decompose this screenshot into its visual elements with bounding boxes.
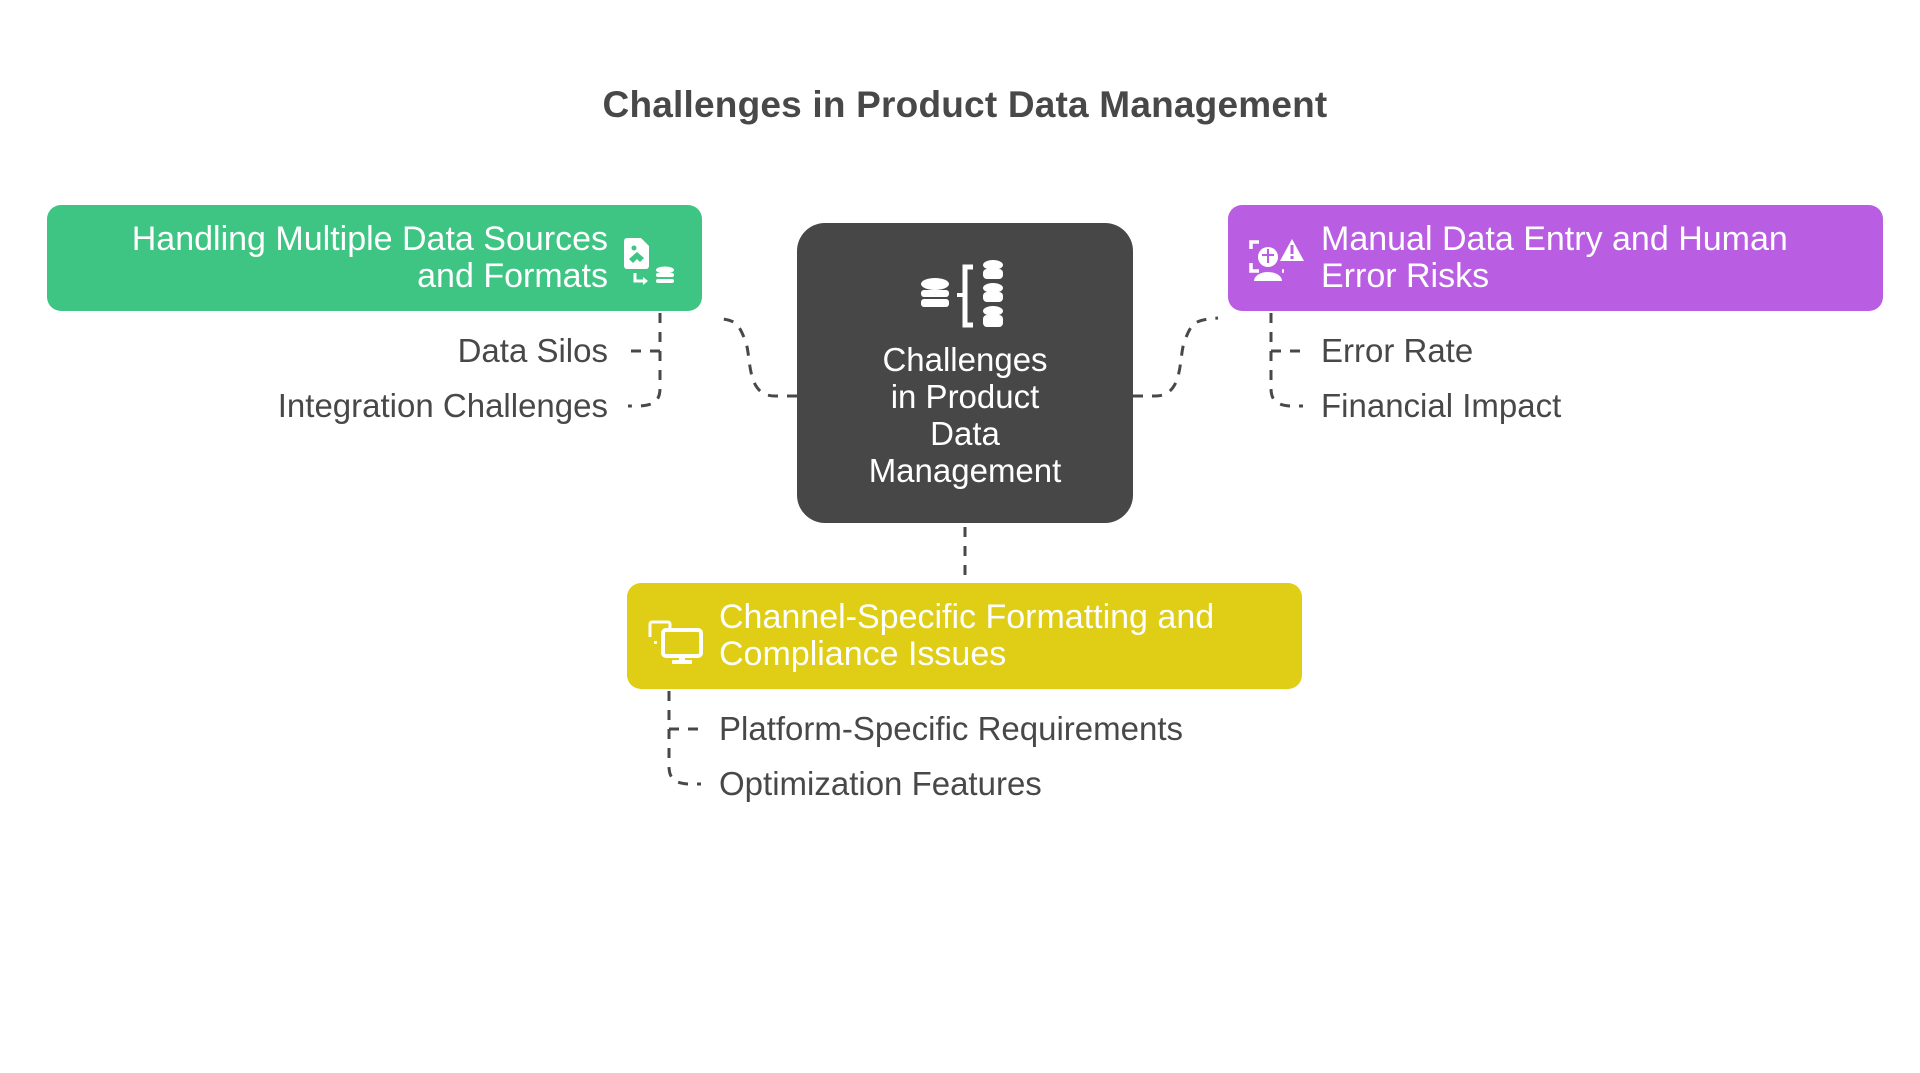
branch-channel-formatting: Channel-Specific Formatting and Complian… bbox=[627, 583, 1302, 689]
sub-item: Error Rate bbox=[1321, 332, 1474, 369]
user-warning-icon bbox=[1249, 239, 1304, 281]
branch-title-line: Channel-Specific Formatting and bbox=[719, 598, 1215, 636]
connector-green-items bbox=[628, 313, 662, 408]
branch-title-line: and Formats bbox=[417, 257, 608, 295]
central-topic-line: Data bbox=[930, 415, 1000, 452]
central-topic-line: Management bbox=[868, 452, 1062, 489]
sub-item: Optimization Features bbox=[719, 765, 1042, 802]
branch-title-line: Error Risks bbox=[1321, 257, 1490, 295]
branch-title-line: Handling Multiple Data Sources bbox=[131, 220, 608, 258]
sub-item: Platform-Specific Requirements bbox=[719, 710, 1183, 747]
sub-item: Data Silos bbox=[457, 332, 608, 369]
diagram-title: Challenges in Product Data Management bbox=[602, 84, 1328, 125]
connector-yellow-items bbox=[667, 691, 701, 786]
connector-purple-items bbox=[1269, 313, 1303, 408]
branch-manual-entry: Manual Data Entry and Human Error Risks bbox=[1228, 205, 1883, 311]
branch-title-line: Compliance Issues bbox=[719, 635, 1007, 673]
database-bracket-icon bbox=[921, 260, 1003, 328]
branch-data-sources: Handling Multiple Data Sources and Forma… bbox=[47, 205, 702, 311]
branch-title: Channel-Specific Formatting and Complian… bbox=[719, 599, 1214, 673]
central-topic: Challenges in Product Data Management bbox=[797, 223, 1133, 523]
central-topic-line: in Product bbox=[890, 378, 1040, 415]
sub-item: Financial Impact bbox=[1321, 387, 1562, 424]
file-to-database-icon bbox=[624, 238, 674, 285]
devices-monitor-icon bbox=[648, 620, 703, 664]
branch-title: Handling Multiple Data Sources and Forma… bbox=[132, 221, 608, 295]
central-topic-line: Challenges bbox=[882, 341, 1048, 378]
sub-item: Integration Challenges bbox=[277, 387, 608, 424]
central-topic-label: Challenges in Product Data Management bbox=[797, 341, 1133, 489]
connector-center-purple bbox=[1133, 316, 1219, 398]
connector-center-green bbox=[714, 316, 797, 398]
branch-title: Manual Data Entry and Human Error Risks bbox=[1321, 221, 1788, 295]
branch-title-line: Manual Data Entry and Human bbox=[1321, 220, 1788, 258]
